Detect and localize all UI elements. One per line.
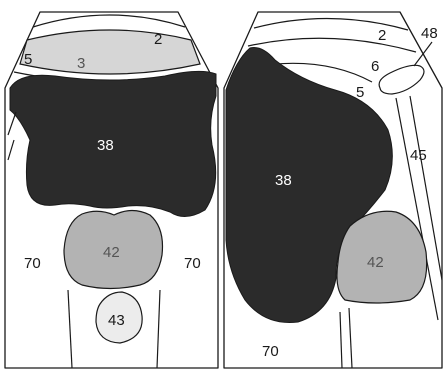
left-panel: 2 3 5 38 42 43 70 70 <box>5 12 218 368</box>
right-panel: 2 48 6 5 38 45 42 70 <box>224 12 442 368</box>
left-label-5: 5 <box>24 51 32 68</box>
right-label-48: 48 <box>421 25 438 42</box>
left-label-43: 43 <box>108 312 125 329</box>
right-label-42: 42 <box>367 254 384 271</box>
left-label-38: 38 <box>97 137 114 154</box>
left-label-2: 2 <box>154 31 162 48</box>
left-label-70-left: 70 <box>24 255 41 272</box>
right-label-70: 70 <box>262 343 279 360</box>
right-label-2: 2 <box>378 27 386 44</box>
left-band-gray <box>20 30 200 74</box>
right-label-5: 5 <box>356 84 364 101</box>
left-label-70-right: 70 <box>184 255 201 272</box>
right-label-6: 6 <box>371 58 379 75</box>
right-label-38: 38 <box>275 172 292 189</box>
left-label-42: 42 <box>103 244 120 261</box>
left-label-3: 3 <box>77 55 85 72</box>
right-label-45: 45 <box>410 147 427 164</box>
